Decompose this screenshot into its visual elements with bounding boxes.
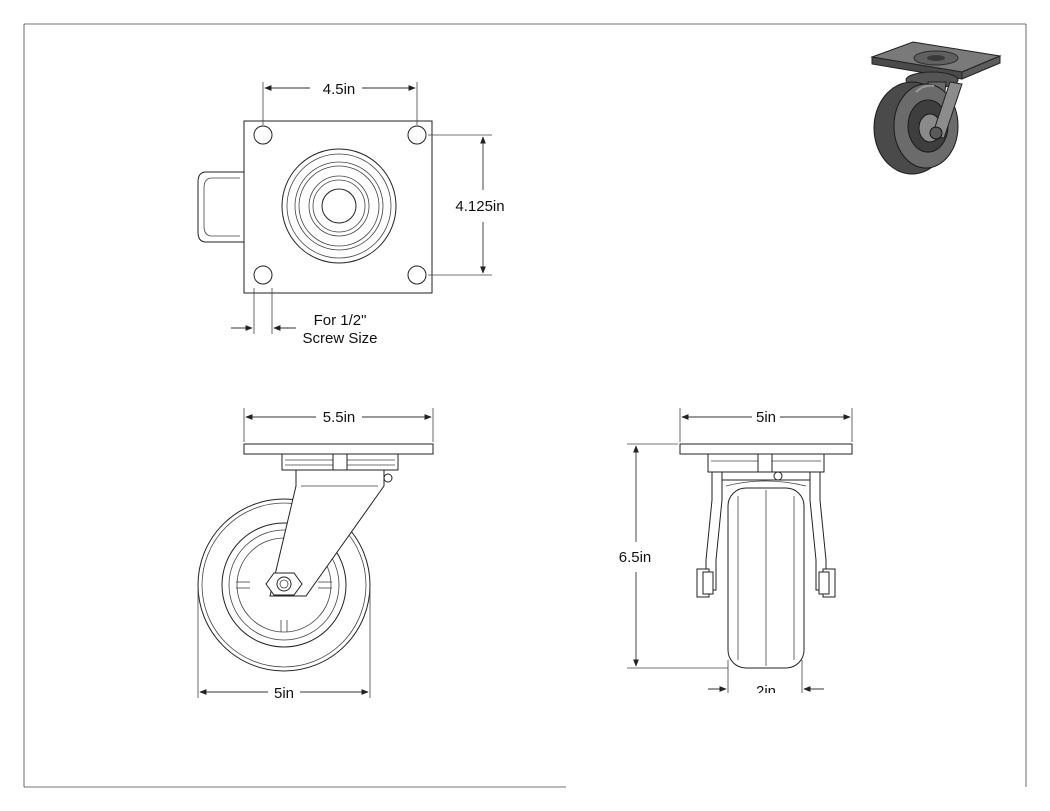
bolt-hole <box>407 125 427 145</box>
side-wheel-label: 5in <box>274 685 294 702</box>
screw-size-label-line1: For 1/2" <box>314 312 367 329</box>
front-plate <box>679 443 853 455</box>
bolt-hole <box>253 125 273 145</box>
top-width-label: 4.5in <box>323 81 356 98</box>
screw-size-label-line2: Screw Size <box>302 330 377 347</box>
caster-3d-render-icon <box>870 41 1002 175</box>
side-plate <box>243 443 434 455</box>
sheet-border <box>23 23 1027 788</box>
bolt-hole <box>407 265 427 285</box>
side-view: 5.5in 5in <box>197 408 434 702</box>
top-view: 4.5in 4.125in For 1/2" Screw Size <box>197 81 505 347</box>
front-plate-label: 5in <box>756 409 776 426</box>
kingpin-rings <box>281 148 397 264</box>
front-height-label: 6.5in <box>619 549 652 566</box>
top-plate <box>243 120 433 294</box>
bolt-hole <box>253 265 273 285</box>
front-view: 5in 6.5in 2in <box>619 408 853 703</box>
side-plate-label: 5.5in <box>323 409 356 426</box>
top-height-label: 4.125in <box>455 198 504 215</box>
